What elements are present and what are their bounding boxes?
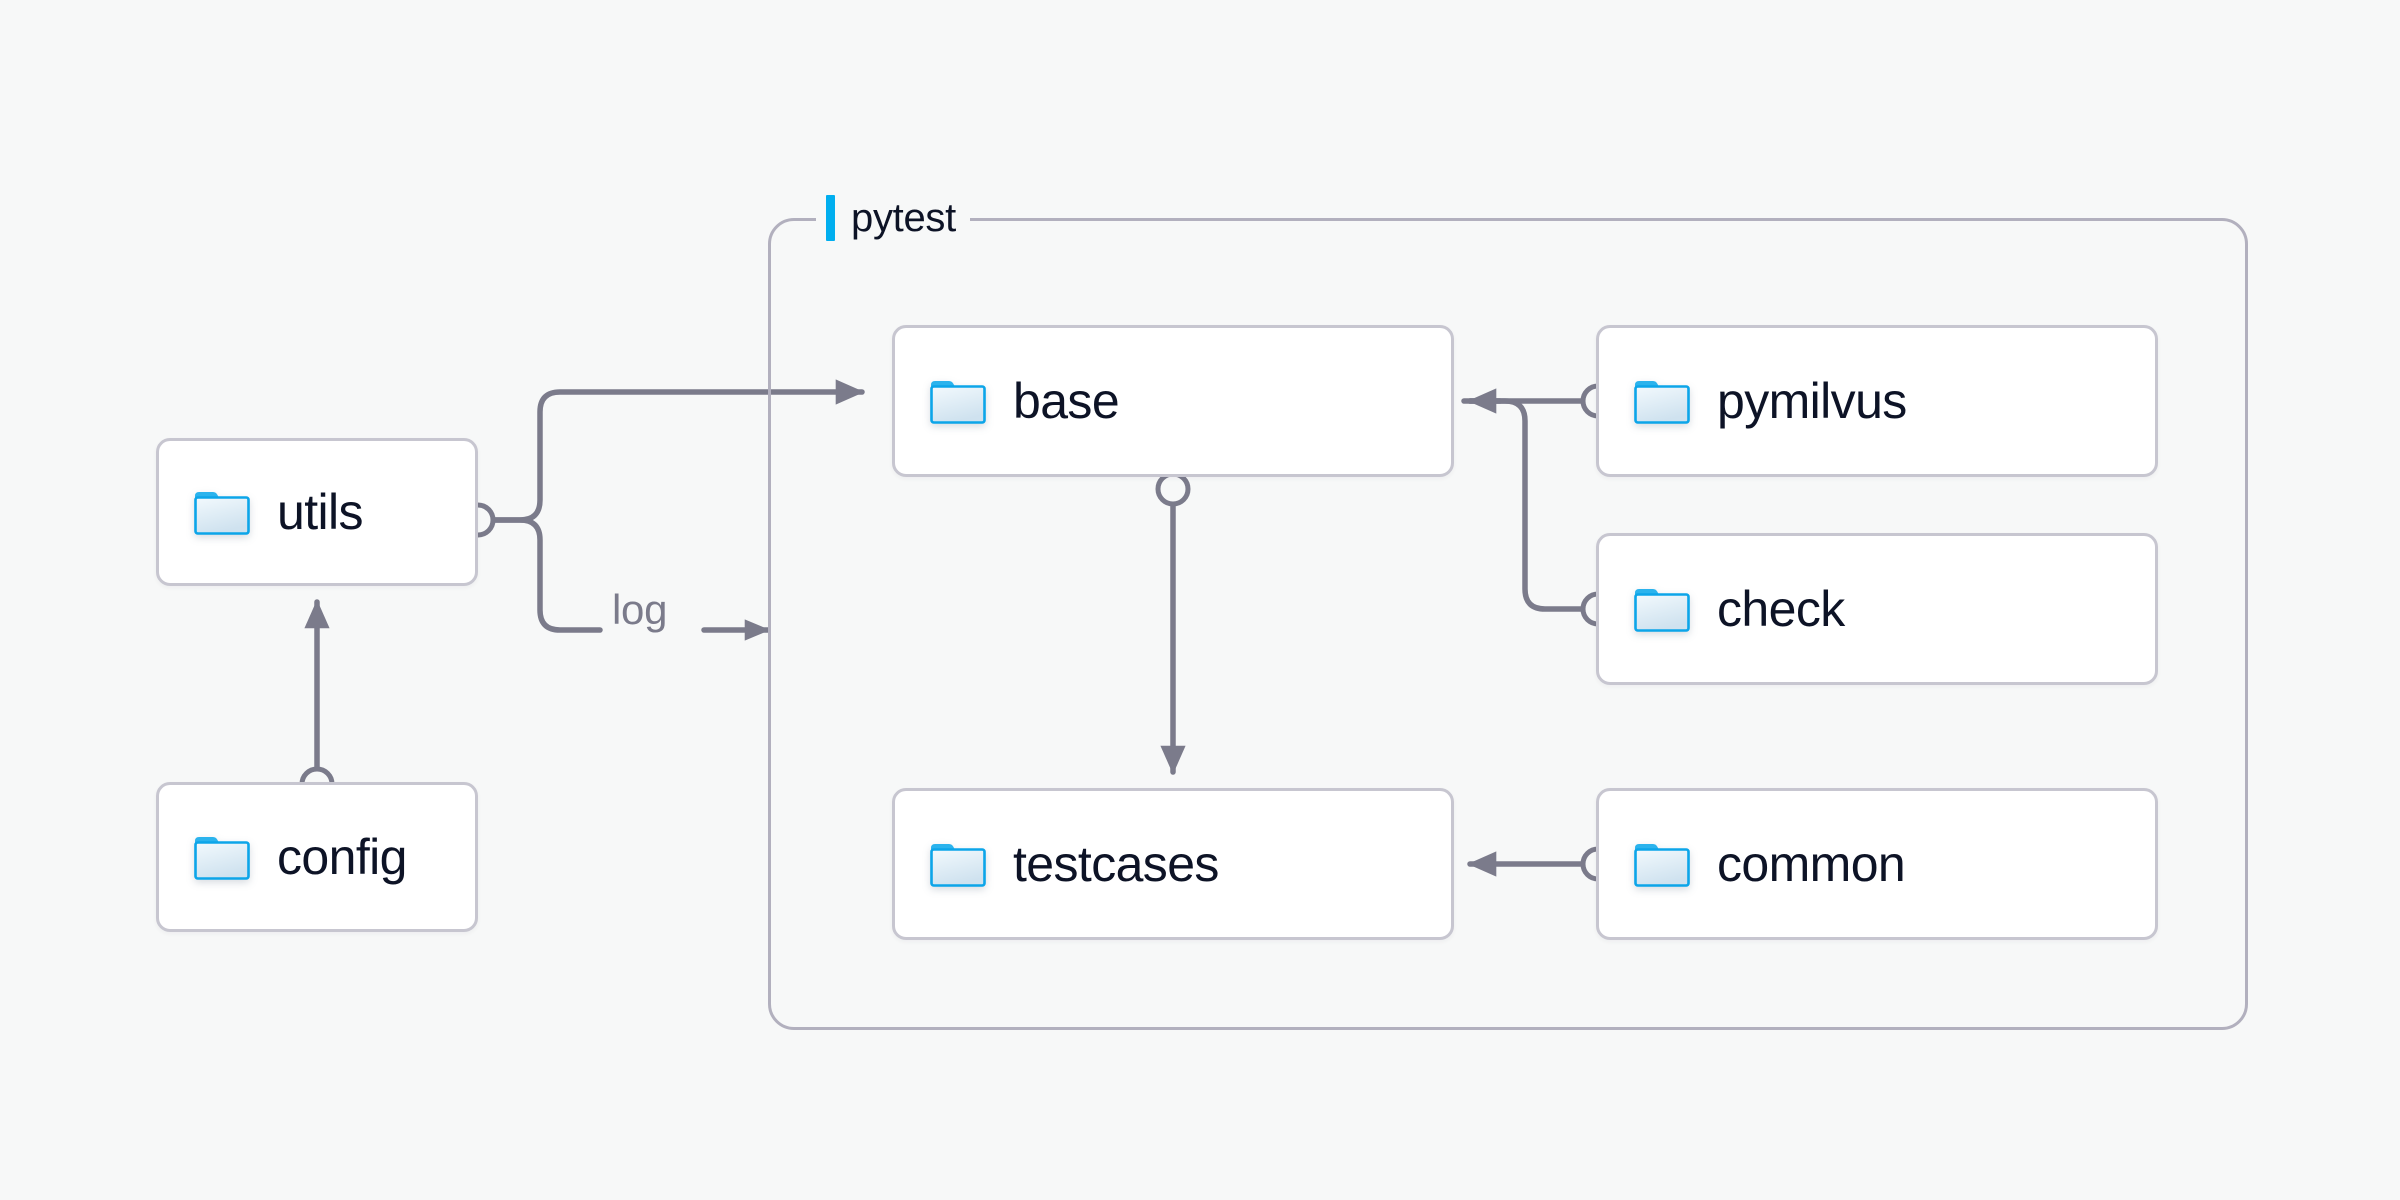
node-label: testcases: [1013, 836, 1219, 892]
edge-label-log: log: [604, 589, 676, 631]
node-content: common: [1599, 836, 1906, 892]
node-label: config: [277, 829, 407, 885]
node-content: base: [895, 373, 1120, 429]
pytest-group-label: pytest: [816, 190, 970, 246]
folder-icon: [1634, 381, 1690, 424]
edge-utils-to-log: [492, 517, 603, 633]
node-content: utils: [159, 484, 364, 540]
node-utils[interactable]: utils: [156, 438, 478, 586]
node-label: base: [1013, 373, 1120, 429]
node-content: check: [1599, 584, 1845, 634]
folder-icon: [930, 381, 986, 424]
folder-icon: [194, 837, 250, 880]
node-label: common: [1717, 836, 1906, 892]
node-check[interactable]: check: [1596, 533, 2158, 685]
folder-icon: [1634, 844, 1690, 887]
node-pymilvus[interactable]: pymilvus: [1596, 325, 2158, 477]
node-label: pymilvus: [1717, 373, 1907, 429]
folder-icon: [194, 492, 250, 535]
folder-icon: [930, 844, 986, 887]
node-label: utils: [277, 484, 364, 540]
node-content: pymilvus: [1599, 376, 1907, 426]
group-label-text: pytest: [851, 196, 956, 240]
node-content: config: [159, 832, 407, 882]
node-config[interactable]: config: [156, 782, 478, 932]
folder-icon: [1634, 589, 1690, 632]
node-base[interactable]: base: [892, 325, 1454, 477]
pytest-group-container[interactable]: [768, 218, 2248, 1030]
node-content: testcases: [895, 839, 1219, 889]
accent-bar-icon: [826, 195, 835, 241]
node-label: check: [1717, 581, 1845, 637]
node-testcases[interactable]: testcases: [892, 788, 1454, 940]
node-common[interactable]: common: [1596, 788, 2158, 940]
